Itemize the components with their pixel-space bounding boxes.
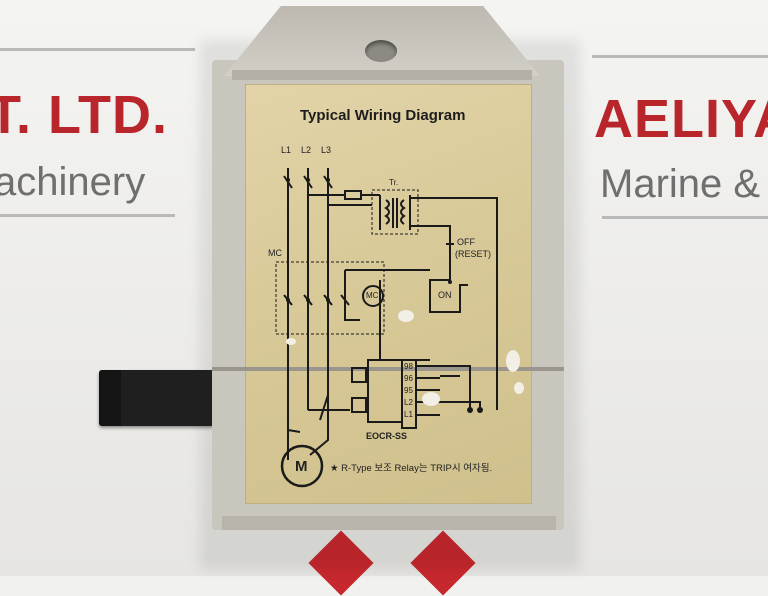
relay-model-label: EOCR-SS [366, 431, 408, 441]
off-switch-label: OFF [457, 237, 475, 247]
paint-chip [398, 310, 414, 322]
right-banner-company-text: AELIYA [594, 89, 768, 149]
screw-hole [365, 40, 397, 62]
wiring-label-plate [245, 84, 532, 504]
right-banner-top-line [592, 55, 768, 58]
transformer-label: Tr. [389, 178, 399, 187]
left-banner-bottom-line [0, 214, 175, 217]
reset-label: (RESET) [455, 249, 491, 259]
left-banner-top-line [0, 48, 195, 51]
phase-label-l1: L1 [281, 145, 292, 155]
right-banner-subtitle-text: Marine & [600, 162, 761, 206]
wiring-diagram [275, 168, 498, 488]
paint-chip [286, 338, 296, 345]
terminal-l1: L1 [404, 410, 413, 419]
relay-lip [232, 70, 532, 80]
terminal-l2: L2 [404, 398, 413, 407]
right-banner-bottom-line [602, 216, 768, 219]
housing-seam [212, 367, 564, 371]
left-banner-company-text: T. LTD. [0, 85, 168, 145]
phase-label-l3: L3 [321, 145, 332, 155]
relay-base [222, 516, 556, 530]
footnote: ★ R-Type 보조 Relay는 TRIP시 여자됨. [330, 463, 493, 474]
terminal-98: 98 [404, 362, 413, 371]
coil-label: MC [366, 291, 379, 300]
on-switch-label: ON [438, 290, 452, 300]
mounting-bracket-face [99, 370, 121, 426]
terminal-96: 96 [404, 374, 413, 383]
motor-label: M [295, 458, 308, 475]
phase-label-l2: L2 [301, 145, 312, 155]
label-title: Typical Wiring Diagram [300, 107, 466, 124]
left-banner-subtitle-text: achinery [0, 160, 146, 204]
paint-chip [422, 392, 440, 406]
paint-chip [514, 382, 524, 394]
terminal-95: 95 [404, 386, 413, 395]
paint-chip [506, 350, 520, 372]
contactor-label: MC [268, 248, 282, 258]
